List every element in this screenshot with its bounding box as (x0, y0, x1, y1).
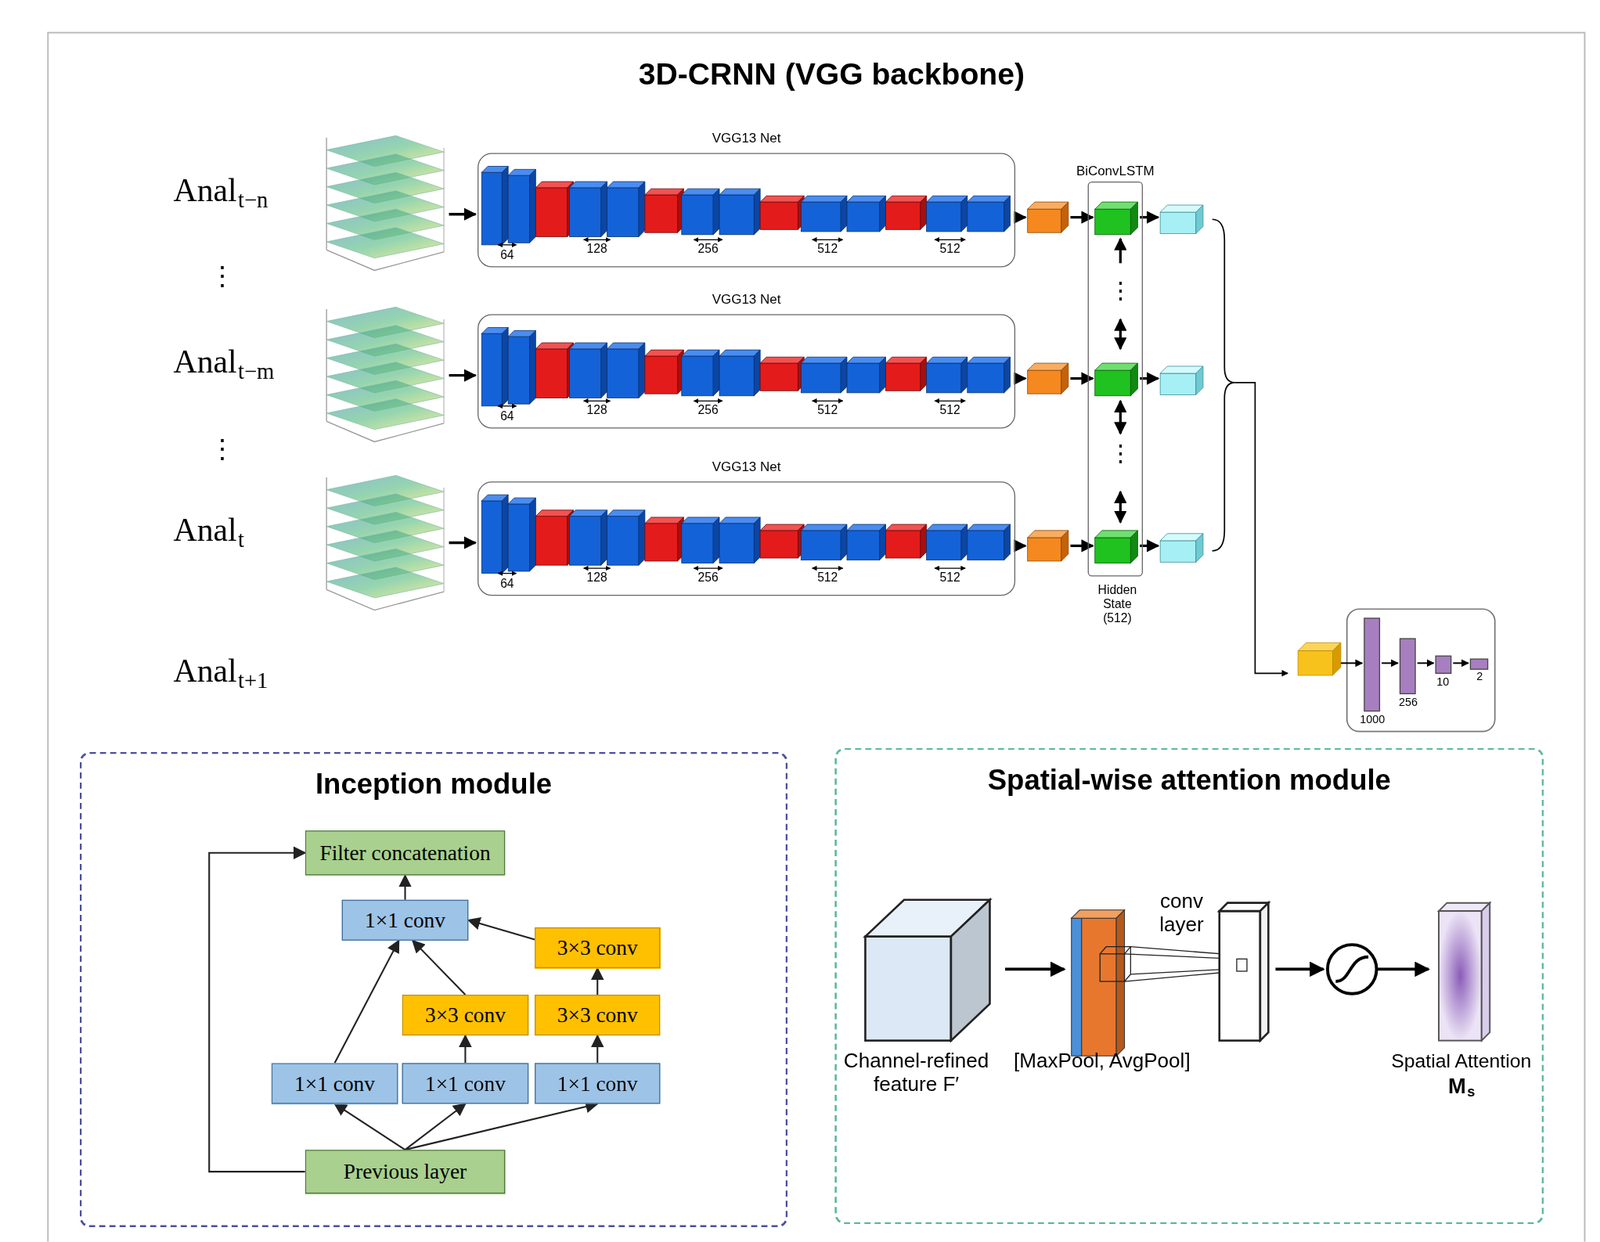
annotation: conv layer (1155, 890, 1209, 937)
annotation: M (1448, 1074, 1467, 1100)
group-border (477, 481, 1016, 596)
annotation: ⋮ (1109, 440, 1132, 467)
channel-count: 256 (698, 242, 719, 257)
layer-name: 1×1 conv (425, 1070, 506, 1097)
flow-arrow (335, 1103, 406, 1150)
time-step-label: ⋮ (209, 434, 236, 465)
group-border (477, 153, 1016, 268)
annotation: 256 (1398, 695, 1418, 709)
channel-count: 64 (500, 577, 514, 592)
flow-arrow (209, 853, 306, 1172)
vgg-blocks (481, 165, 1010, 573)
time-step-label: t+1 (237, 667, 268, 694)
channel-count: 256 (698, 571, 719, 586)
layer-name: 1×1 conv (294, 1070, 375, 1097)
layer-name: 3×3 conv (557, 935, 638, 962)
flow-arrow (464, 1035, 466, 1064)
annotation: Channel-refined feature F′ (832, 1048, 1001, 1096)
channel-count: 512 (940, 571, 961, 586)
channel-count: 128 (587, 571, 608, 586)
backbone-group: VGG13 Net (477, 291, 1016, 429)
layer-box: 1×1 conv (402, 1063, 530, 1104)
time-step-label: ⋮ (209, 261, 236, 292)
layer-name: Previous layer (343, 1159, 467, 1186)
time-step-label: Anal (173, 652, 238, 690)
channel-count: 64 (500, 410, 514, 425)
annotation: Spatial Attention (1390, 1049, 1532, 1072)
flow-arrow (596, 1035, 599, 1064)
group-border (477, 313, 1016, 429)
channel-count: 512 (817, 403, 838, 419)
recurrent-cubes (1016, 201, 1204, 563)
layer-box: 3×3 conv (534, 927, 660, 969)
frame (47, 32, 1585, 1242)
bracket (1212, 219, 1288, 674)
backbone-group: VGG13 Net (477, 459, 1016, 597)
group-heading: VGG13 Net (712, 130, 782, 147)
flow-arrow (412, 940, 465, 995)
layer-name: 1×1 conv (557, 1070, 638, 1097)
group-heading: VGG13 Net (712, 459, 782, 476)
layer-name: 3×3 conv (425, 1002, 506, 1029)
layer-box: 1×1 conv (534, 1063, 660, 1104)
layer-box: Filter concatenation (305, 830, 506, 876)
time-step-label: t−n (237, 187, 268, 213)
layer-box: 1×1 conv (342, 900, 469, 941)
time-step-label: t (237, 526, 245, 553)
module-panel: Inception moduleFilter concatenation 1×1 … (79, 752, 789, 1228)
annotation: s (1466, 1083, 1475, 1100)
flow-arrow (403, 875, 406, 900)
layer-name: Filter concatenation (319, 839, 491, 866)
layer-box: 3×3 conv (534, 994, 660, 1036)
channel-count: 512 (940, 242, 961, 257)
channel-count: 512 (940, 403, 961, 419)
group-heading: Inception module (315, 768, 552, 802)
layer-box: 3×3 conv (402, 994, 530, 1036)
input-cubes (326, 135, 476, 610)
layer-name: 3×3 conv (557, 1002, 638, 1029)
annotation: 2 (1476, 670, 1483, 683)
classifier (1297, 609, 1496, 732)
channel-count: 128 (587, 403, 608, 419)
channel-count: 512 (817, 571, 838, 586)
channel-count: 256 (698, 403, 719, 419)
diagram-title: 3D-CRNN (VGG backbone) (638, 57, 1025, 93)
channel-count: 512 (817, 242, 838, 257)
flow-arrow (335, 940, 400, 1064)
time-step-label: Anal (173, 342, 238, 381)
layer-box: 1×1 conv (271, 1063, 399, 1104)
flow-arrow (596, 968, 599, 995)
layer-box: Previous layer (305, 1149, 506, 1194)
group-heading: Spatial-wise attention module (987, 763, 1391, 797)
annotation: 10 (1436, 675, 1449, 689)
annotation: [MaxPool, AvgPool] (1013, 1048, 1191, 1073)
module-panel: Spatial-wise attention module (834, 748, 1544, 1226)
group-heading: VGG13 Net (712, 291, 782, 308)
recurrent-group: BiConvLSTM (1088, 163, 1143, 577)
flow-arrow (405, 1103, 599, 1150)
time-step-label: Anal (173, 511, 238, 549)
annotation: ⋮ (1109, 277, 1132, 304)
channel-count: 64 (500, 248, 514, 264)
flow-arrow (468, 920, 535, 941)
annotation: 1000 (1359, 713, 1385, 726)
time-step-label: Anal (173, 171, 238, 210)
annotation: Hidden State (512) (1092, 583, 1143, 627)
layer-name: 1×1 conv (364, 908, 446, 934)
backbone-group: VGG13 Net (477, 130, 1016, 268)
group-border (1088, 181, 1143, 577)
group-heading: BiConvLSTM (1076, 163, 1155, 180)
time-step-label: t−m (237, 358, 274, 385)
channel-count: 128 (587, 242, 608, 257)
